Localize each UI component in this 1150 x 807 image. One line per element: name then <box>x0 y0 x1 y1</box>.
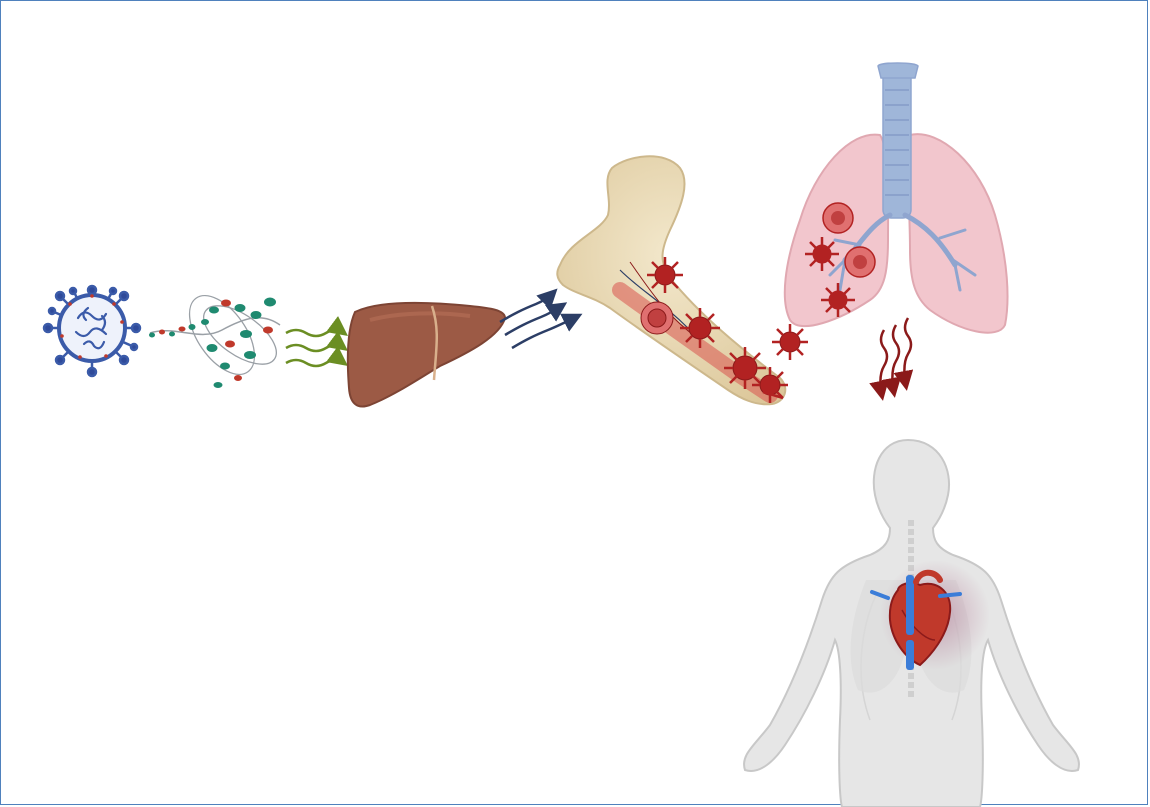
virus-icon <box>44 286 140 376</box>
tumor-cell <box>772 324 808 360</box>
tumor-mass <box>641 302 673 334</box>
tumor-cell <box>724 347 766 389</box>
green-arrows <box>286 330 344 366</box>
rna-strand-icon <box>149 284 286 388</box>
navy-arrows <box>500 292 578 348</box>
rna-beads <box>149 298 276 389</box>
tumor-cell <box>647 257 683 293</box>
tumor-cell <box>680 308 720 348</box>
lungs-icon <box>785 63 1008 333</box>
liver-icon <box>348 303 505 407</box>
human-body-heart-icon <box>744 440 1079 807</box>
red-arrows <box>880 318 911 396</box>
